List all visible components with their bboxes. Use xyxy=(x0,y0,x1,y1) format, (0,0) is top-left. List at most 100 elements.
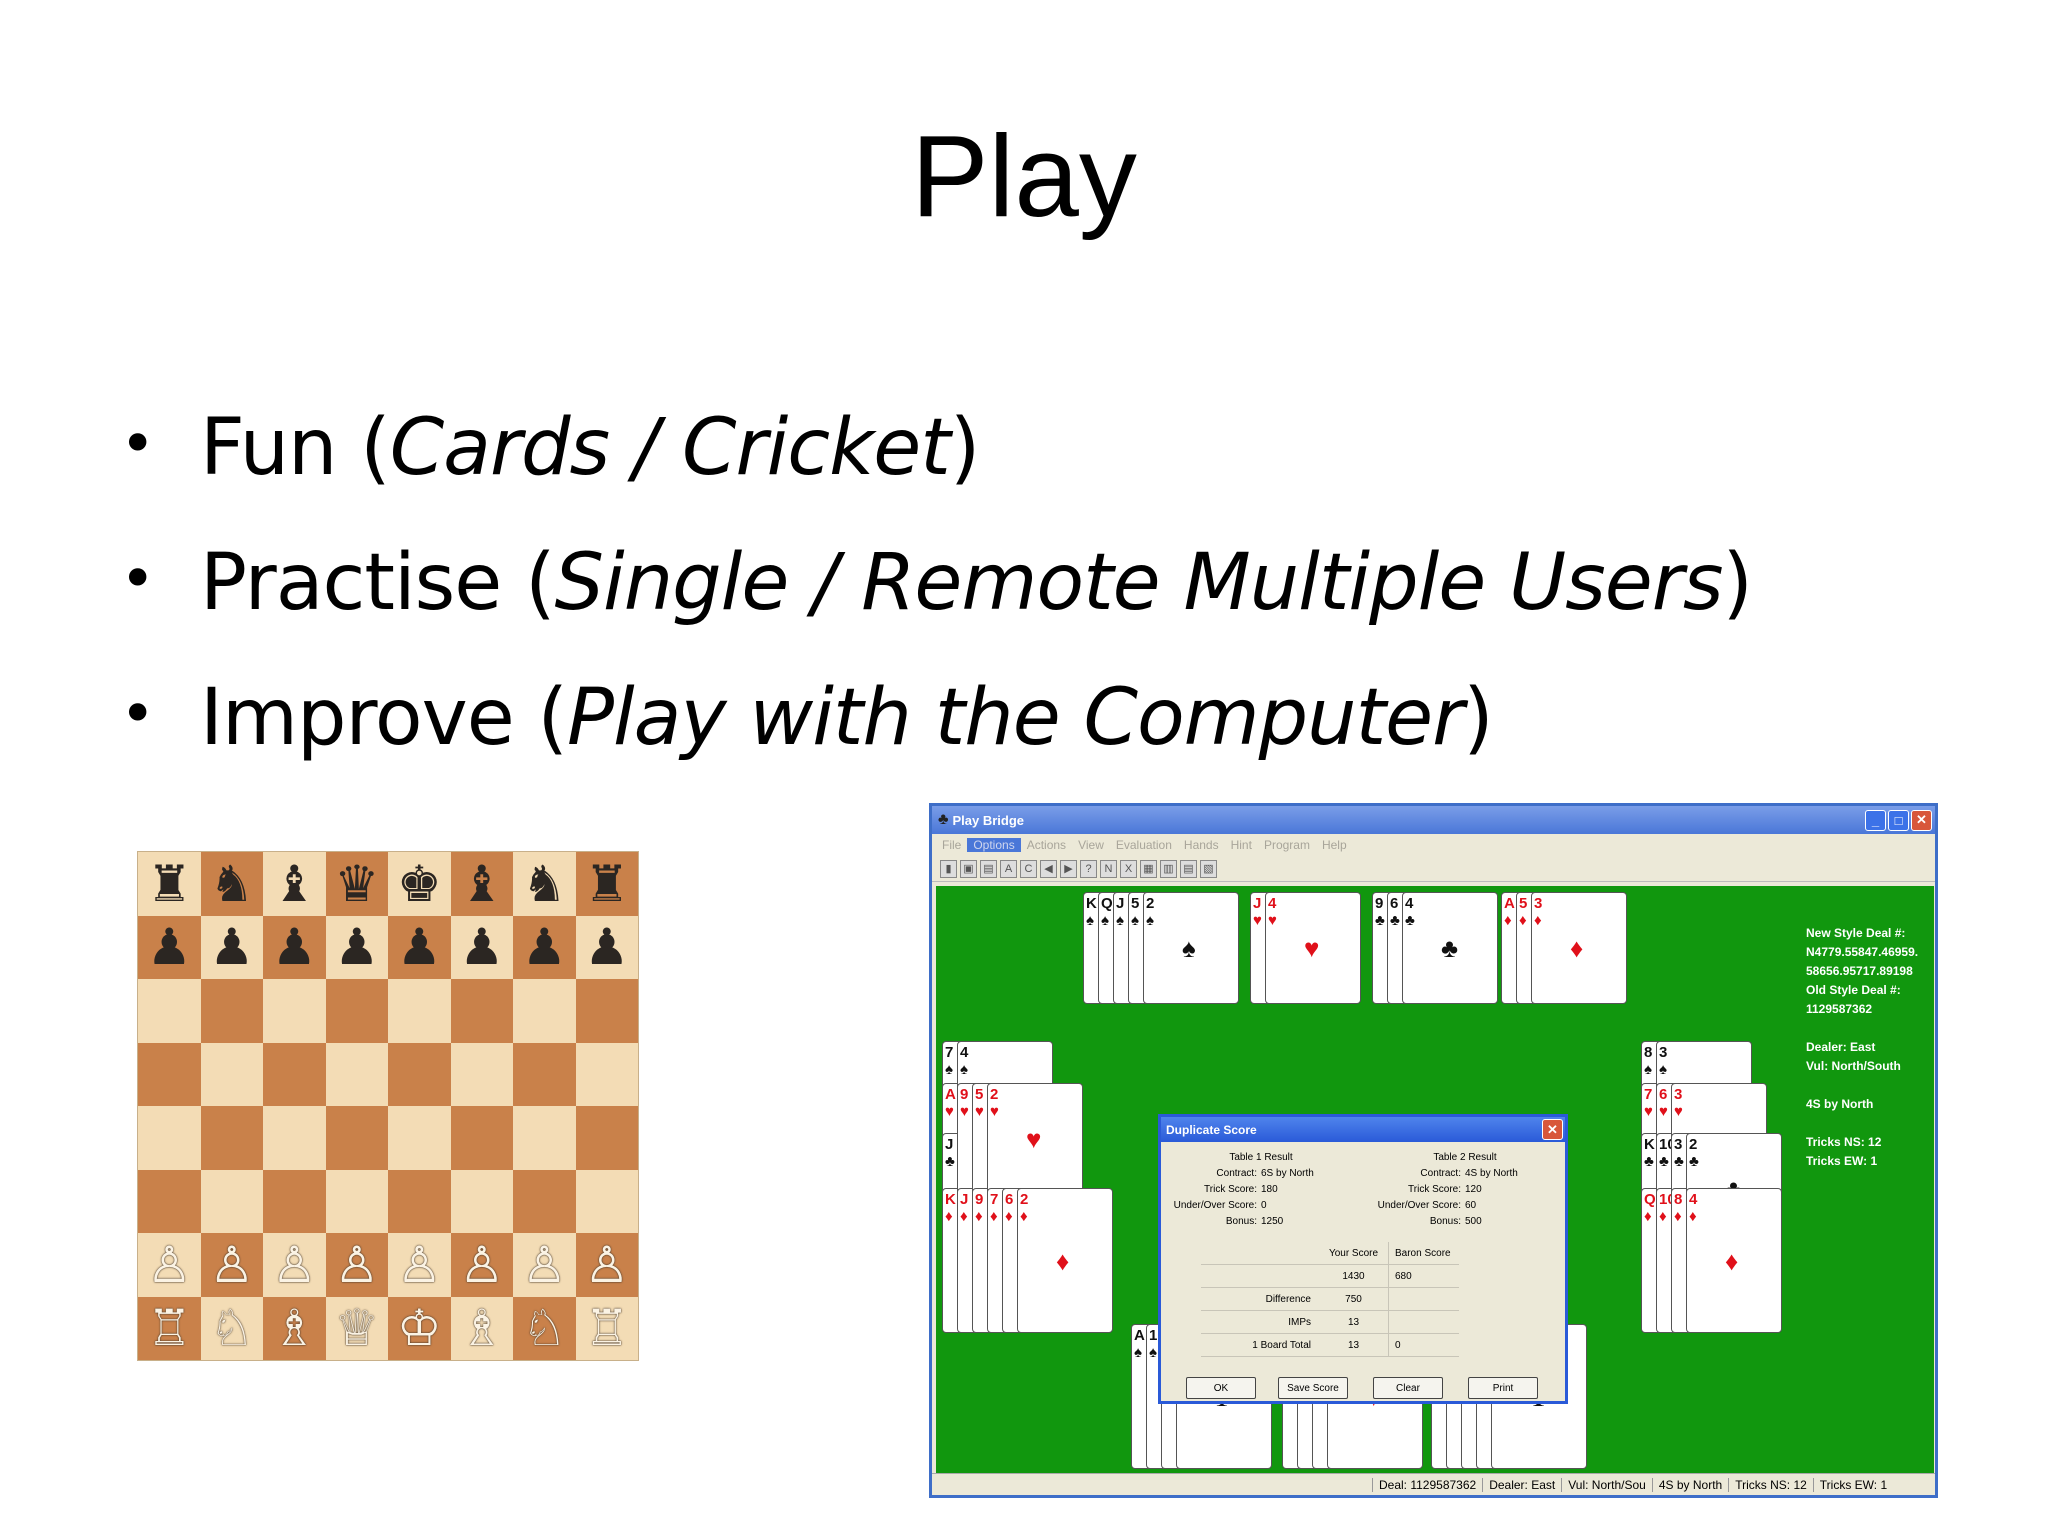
card-rank: J xyxy=(945,1136,954,1153)
chess-piece: ♟ xyxy=(450,915,513,979)
chess-piece: ♟ xyxy=(200,915,263,979)
toolbar-button[interactable]: ▣ xyxy=(960,859,977,878)
bullet-dot: • xyxy=(120,678,155,749)
imps-label: IMPs xyxy=(1288,1316,1311,1328)
ok-button[interactable]: OK xyxy=(1186,1377,1256,1399)
info-contract: 4S by North xyxy=(1806,1097,1874,1111)
card-suit-icon: ♦ xyxy=(1689,1208,1697,1225)
chess-square xyxy=(263,1042,326,1106)
toolbar-button[interactable]: ▤ xyxy=(1180,859,1197,878)
chess-square xyxy=(138,1042,201,1106)
print-button[interactable]: Print xyxy=(1468,1377,1538,1399)
card-suit-icon: ♥ xyxy=(990,1103,999,1120)
chess-square xyxy=(450,1106,513,1170)
card-suit-icon: ♠ xyxy=(945,1061,953,1078)
minimize-button[interactable]: _ xyxy=(1865,809,1886,831)
info-label: Old Style Deal #: xyxy=(1806,983,1901,997)
toolbar-button[interactable]: ▧ xyxy=(1200,859,1217,878)
menu-item[interactable]: Program xyxy=(1263,838,1310,852)
toolbar-button[interactable]: X xyxy=(1120,859,1137,878)
toolbar-button[interactable]: ? xyxy=(1080,859,1097,878)
playing-card[interactable]: 4♦♦ xyxy=(1686,1188,1782,1333)
chess-piece: ♗ xyxy=(450,1296,513,1360)
chess-piece: ♟ xyxy=(138,915,201,979)
menu-item[interactable]: Help xyxy=(1321,838,1347,852)
card-rank: K xyxy=(1644,1136,1655,1153)
card-suit-icon: ♥ xyxy=(1268,912,1277,929)
toolbar-button[interactable]: ▮ xyxy=(940,859,957,878)
menu-item[interactable]: Evaluation xyxy=(1115,838,1172,852)
chess-square xyxy=(325,1042,388,1106)
maximize-button[interactable]: □ xyxy=(1888,809,1909,831)
card-suit-icon: ♥ xyxy=(1644,1103,1653,1120)
chess-piece: ♙ xyxy=(388,1233,451,1297)
chess-piece: ♗ xyxy=(263,1296,326,1360)
clear-button[interactable]: Clear xyxy=(1373,1377,1443,1399)
card-suit-icon: ♥ xyxy=(960,1103,969,1120)
chess-square xyxy=(200,1169,263,1233)
toolbar-button[interactable]: ▥ xyxy=(1160,859,1177,878)
close-button[interactable]: ✕ xyxy=(1911,809,1932,831)
card-rank: 2 xyxy=(1689,1136,1698,1153)
menu-item[interactable]: Actions xyxy=(1026,838,1067,852)
table1-heading: Table 1 Result xyxy=(1229,1152,1293,1163)
chess-piece: ♛ xyxy=(325,852,388,916)
card-suit-icon: ♣ xyxy=(1644,1153,1654,1170)
toolbar-button[interactable]: ▦ xyxy=(1140,859,1157,878)
play-bridge-window: ♣ Play Bridge _ □ ✕ File Options Actions Vi… xyxy=(929,803,1938,1498)
chess-piece: ♞ xyxy=(200,852,263,916)
chess-square xyxy=(325,1106,388,1170)
imps-value: 13 xyxy=(1319,1311,1389,1333)
playing-card[interactable]: 3♦♦ xyxy=(1531,892,1627,1004)
chess-piece: ♙ xyxy=(200,1233,263,1297)
card-suit-icon: ♠ xyxy=(1644,1061,1652,1078)
menu-item[interactable]: File xyxy=(942,838,962,852)
save-score-button[interactable]: Save Score xyxy=(1278,1377,1348,1399)
card-suit-icon: ♠ xyxy=(1116,912,1124,929)
chess-piece: ♙ xyxy=(263,1233,326,1297)
playing-card[interactable]: 4♣♣ xyxy=(1402,892,1498,1004)
toolbar-button[interactable]: N xyxy=(1100,859,1117,878)
chess-square xyxy=(325,979,388,1043)
card-suit-icon: ♠ xyxy=(1146,912,1154,929)
card-suit-icon: ♣ xyxy=(1405,912,1415,929)
playing-card[interactable]: 2♥♥ xyxy=(987,1083,1083,1195)
chess-piece: ♘ xyxy=(200,1296,263,1360)
contract-value: 6S by North xyxy=(1261,1168,1314,1179)
card-rank: 4 xyxy=(1405,895,1414,912)
card-rank: K xyxy=(1086,895,1097,912)
window-titlebar[interactable]: ♣ Play Bridge _ □ ✕ xyxy=(932,806,1935,834)
toolbar-button[interactable]: ◀ xyxy=(1040,859,1057,878)
toolbar-button[interactable]: ▤ xyxy=(980,859,997,878)
chess-square xyxy=(388,1042,451,1106)
card-suit-icon: ♦ xyxy=(1644,1208,1652,1225)
chess-piece: ♖ xyxy=(575,1296,638,1360)
trick-score-label: Trick Score: xyxy=(1408,1184,1461,1195)
app-spade-icon: ♣ xyxy=(938,811,949,828)
card-rank: A xyxy=(1134,1327,1145,1344)
playing-card[interactable]: 2♦♦ xyxy=(1017,1188,1113,1333)
chess-square xyxy=(575,1106,638,1170)
chess-square xyxy=(450,979,513,1043)
dialog-close-button[interactable]: ✕ xyxy=(1542,1119,1563,1140)
card-suit-icon: ♦ xyxy=(975,1208,983,1225)
toolbar-button[interactable]: C xyxy=(1020,859,1037,878)
under-over-value: 0 xyxy=(1261,1200,1267,1211)
menu-item[interactable]: View xyxy=(1078,838,1104,852)
playing-card[interactable]: 2♠♠ xyxy=(1143,892,1239,1004)
board-total-label: 1 Board Total xyxy=(1252,1339,1311,1351)
card-rank: 5 xyxy=(975,1086,984,1103)
chess-square xyxy=(200,1106,263,1170)
dialog-title: Duplicate Score xyxy=(1166,1122,1257,1137)
toolbar-button[interactable]: A xyxy=(1000,859,1017,878)
toolbar-button[interactable]: ▶ xyxy=(1060,859,1077,878)
menu-item[interactable]: Hint xyxy=(1230,838,1252,852)
chess-square xyxy=(575,979,638,1043)
playing-card[interactable]: 4♥♥ xyxy=(1265,892,1361,1004)
card-suit-icon: ♦ xyxy=(1005,1208,1013,1225)
dialog-titlebar[interactable]: Duplicate Score ✕ xyxy=(1161,1117,1565,1142)
menu-item[interactable]: Options xyxy=(967,838,1021,852)
menu-item[interactable]: Hands xyxy=(1183,838,1219,852)
card-pip-icon: ♦ xyxy=(1570,933,1584,963)
chess-square xyxy=(513,1169,576,1233)
